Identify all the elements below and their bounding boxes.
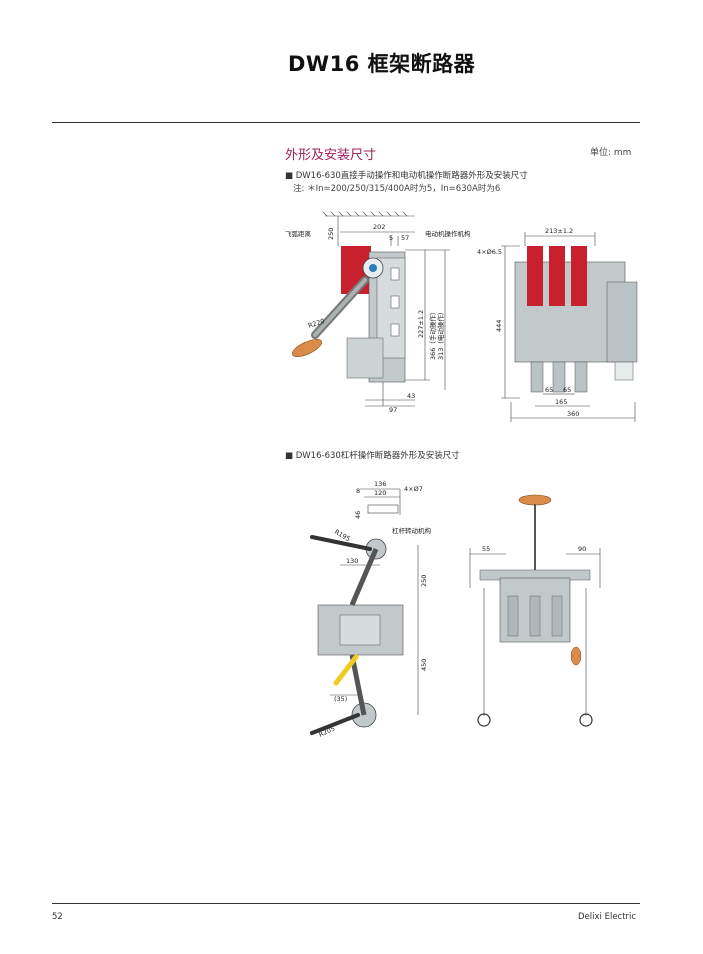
label-57: 57 <box>401 234 409 242</box>
label-227: 227±1.2 <box>417 310 425 338</box>
label-444: 444 <box>495 320 503 332</box>
label-136: 136 <box>374 480 386 488</box>
label-250: 250 <box>327 228 335 240</box>
drawing-lever-side-view: 136 120 8 4×Ø7 46 R195 杠杆转动机构 130 250 45… <box>310 480 432 739</box>
label-8: 8 <box>356 487 360 495</box>
label-46: 46 <box>354 511 362 519</box>
item-1-note: 注: ＊In=200/250/315/400A时为5，In=630A时为6 <box>293 184 501 194</box>
label-lever-mechanism: 杠杆转动机构 <box>392 526 432 535</box>
label-r205: R205 <box>317 724 336 738</box>
label-motor-mechanism: 电动机操作机构 <box>425 229 470 238</box>
label-65-left: 65 <box>545 386 553 394</box>
label-366: 366（手动操作） <box>428 309 437 360</box>
label-arc-distance: 飞弧距离 <box>285 229 312 238</box>
label-43: 43 <box>407 392 415 400</box>
label-313: 313（电动操作） <box>436 309 445 360</box>
bottom-rule <box>52 903 640 904</box>
label-250: 250 <box>420 575 428 587</box>
unit-label: 单位: mm <box>590 148 632 158</box>
label-97: 97 <box>389 406 397 414</box>
label-202: 202 <box>373 223 385 231</box>
label-holes-6-5: 4×Ø6.5 <box>477 248 502 256</box>
label-holes-7: 4×Ø7 <box>404 485 423 493</box>
item-1-label: ■ DW16-630直接手动操作和电动机操作断路器外形及安装尺寸 <box>285 171 528 181</box>
label-120: 120 <box>374 489 386 497</box>
drawing-lever-front-view: 55 90 <box>469 494 601 727</box>
label-450: 450 <box>420 659 428 671</box>
top-rule <box>52 122 640 123</box>
label-65-right: 65 <box>563 386 571 394</box>
label-5: 5 <box>389 234 393 242</box>
label-360: 360 <box>567 410 579 418</box>
section-title: 外形及安装尺寸 <box>285 148 377 163</box>
drawing-side-view: 飞弧距离 250 202 5 57 电动机操作机构 R220 227±1.2 3… <box>285 211 470 414</box>
page-title: DW16 框架断路器 <box>288 52 476 76</box>
label-130: 130 <box>346 557 358 565</box>
drawing-front-view: 213±1.2 4×Ø6.5 444 65 65 165 360 <box>477 227 638 422</box>
label-213: 213±1.2 <box>545 227 573 235</box>
label-55: 55 <box>482 545 490 553</box>
label-35: (35) <box>334 695 347 703</box>
label-165: 165 <box>555 398 567 406</box>
item-2-label: ■ DW16-630杠杆操作断路器外形及安装尺寸 <box>285 451 460 461</box>
page-number: 52 <box>52 912 63 922</box>
label-90: 90 <box>578 545 586 553</box>
footer-brand: Delixi Electric <box>578 912 637 922</box>
